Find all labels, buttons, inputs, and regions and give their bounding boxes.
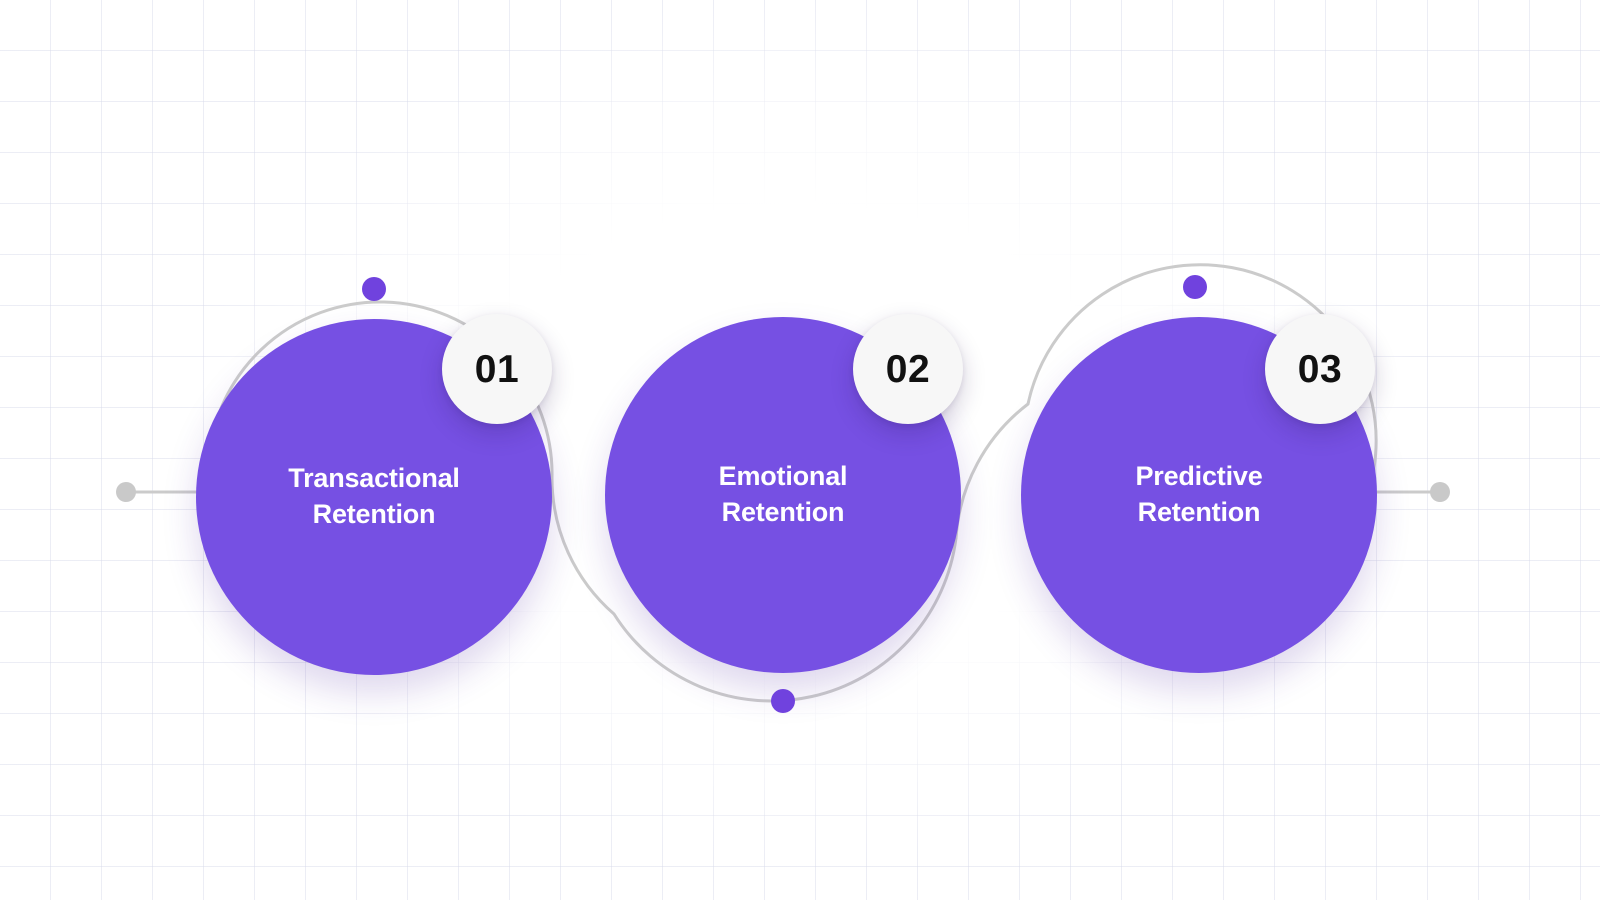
endpoint-dot-right	[1430, 482, 1450, 502]
marker-dot-step-02	[771, 689, 795, 713]
step-badge-number-03: 03	[1297, 347, 1343, 391]
marker-dot-step-01	[362, 277, 386, 301]
step-badge-number-02: 02	[885, 347, 931, 391]
step-label-02: Emotional Retention	[718, 461, 848, 527]
step-label-01: Transactional Retention	[288, 463, 460, 529]
marker-dot-step-03	[1183, 275, 1207, 299]
step-badge-number-01: 01	[474, 347, 520, 391]
step-badge-02[interactable]: 02	[853, 314, 963, 424]
step-label-03: Predictive Retention	[1135, 461, 1263, 527]
step-badge-01[interactable]: 01	[442, 314, 552, 424]
endpoint-dot-left	[116, 482, 136, 502]
step-badge-03[interactable]: 03	[1265, 314, 1375, 424]
